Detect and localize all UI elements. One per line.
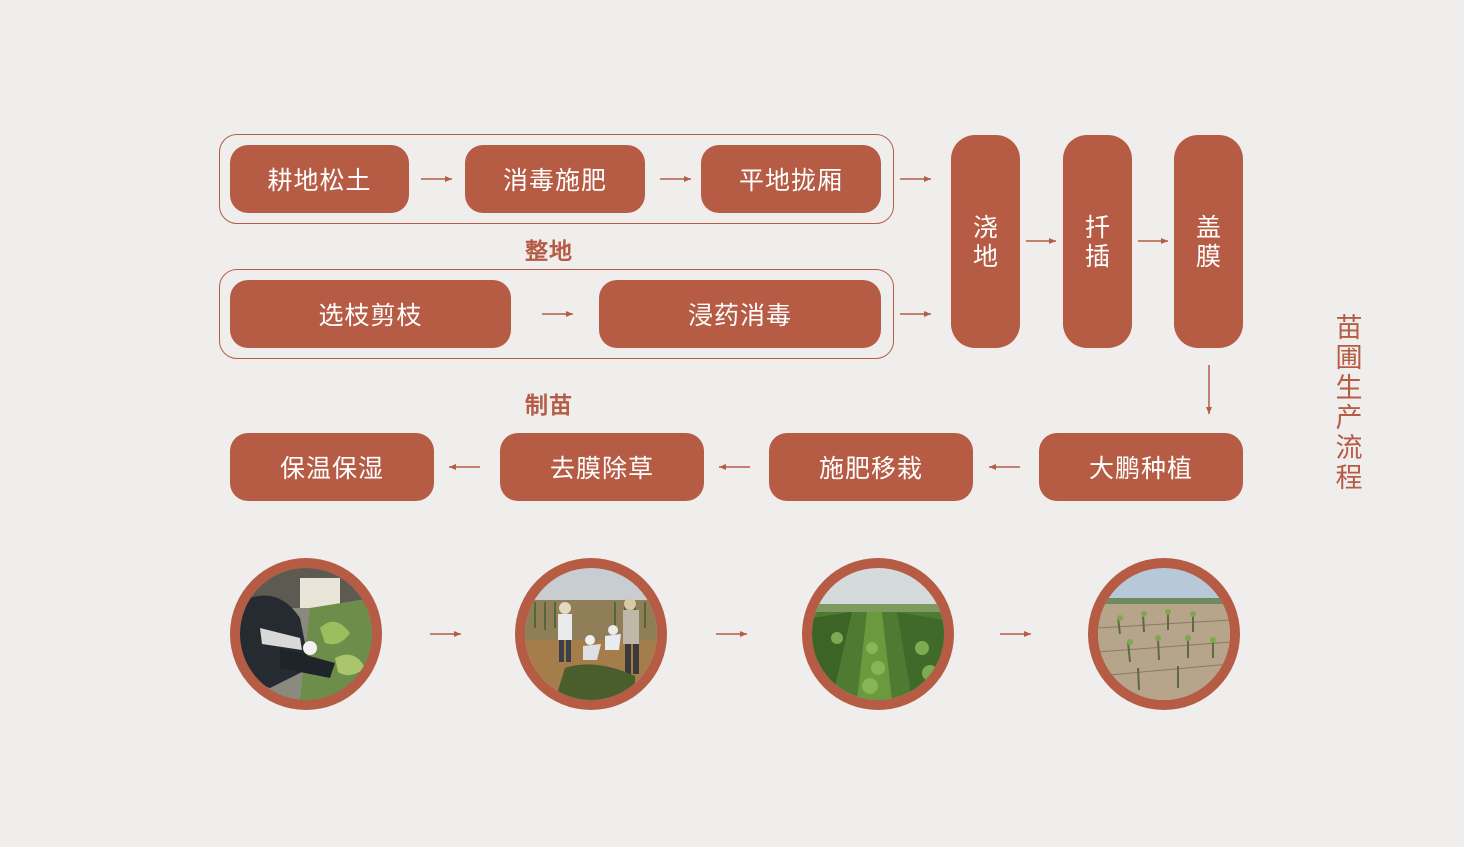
- workers-planting-icon: [525, 568, 657, 700]
- bare-cutting-field-icon: [1098, 568, 1230, 700]
- step-select-cut: 选枝剪枝: [230, 280, 511, 348]
- workers-planting-photo: [515, 558, 667, 710]
- seedling-group-label: 制苗: [525, 393, 573, 419]
- worker-pruning-photo: [230, 558, 382, 710]
- green-seedling-field-icon: [812, 568, 944, 700]
- step-disinfect-fertilize: 消毒施肥: [465, 145, 645, 213]
- step-cutting-insert-label: 扦插: [1084, 212, 1110, 271]
- step-cutting-insert: 扦插: [1063, 135, 1132, 348]
- step-greenhouse-planting: 大鹏种植: [1039, 433, 1243, 501]
- step-level-ridge: 平地拢厢: [701, 145, 881, 213]
- bare-cutting-field-photo: [1088, 558, 1240, 710]
- step-film-cover-label: 盖膜: [1195, 212, 1221, 271]
- step-plowing: 耕地松土: [230, 145, 409, 213]
- seedling-group-frame: [219, 269, 894, 359]
- step-remove-film-weed: 去膜除草: [500, 433, 704, 501]
- prep-group-frame: [219, 134, 894, 224]
- step-watering: 浇地: [951, 135, 1020, 348]
- step-film-cover: 盖膜: [1174, 135, 1243, 348]
- green-seedling-field-photo: [802, 558, 954, 710]
- step-soak-disinfect: 浸药消毒: [599, 280, 881, 348]
- step-watering-label: 浇地: [972, 212, 998, 271]
- step-fertilize-transplant: 施肥移栽: [769, 433, 973, 501]
- step-keep-warm-moist: 保温保湿: [230, 433, 434, 501]
- diagram-title: 苗圃生产流程: [1335, 313, 1363, 494]
- prep-group-label: 整地: [525, 239, 573, 265]
- worker-pruning-icon: [240, 568, 372, 700]
